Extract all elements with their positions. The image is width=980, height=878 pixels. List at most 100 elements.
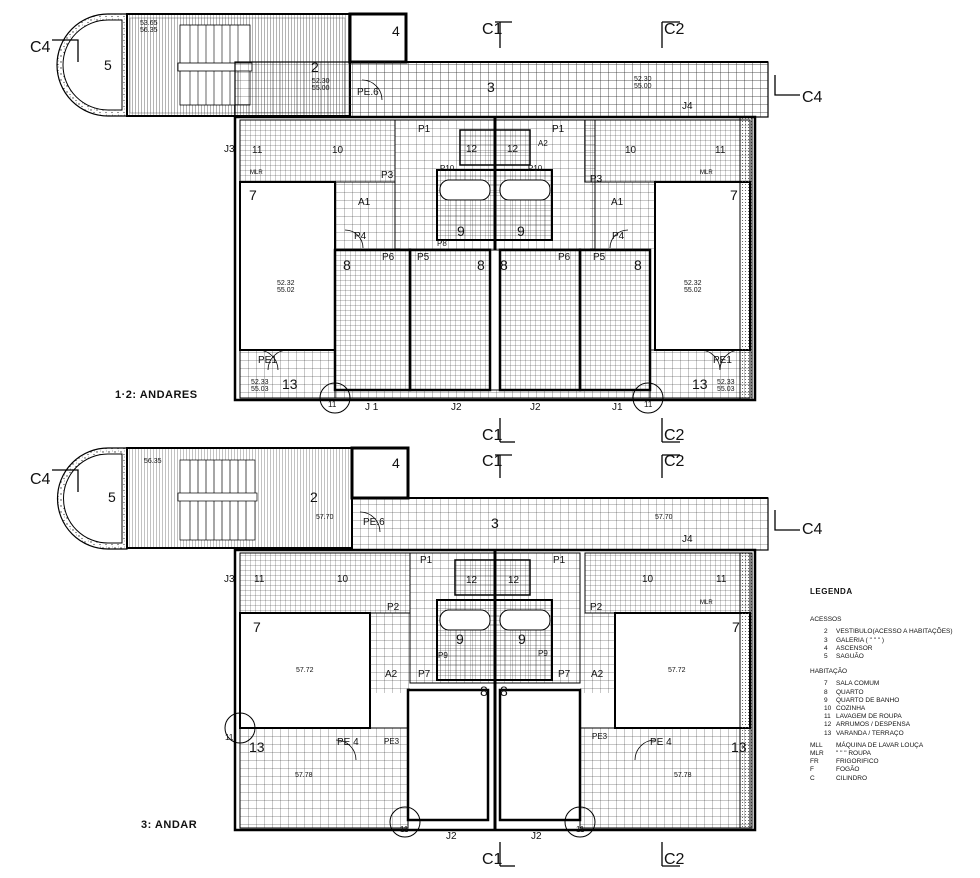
label-quarto-3: 8: [500, 257, 508, 273]
label-col-11-right: 11: [644, 400, 653, 409]
label3-banho-right: 9: [518, 631, 526, 647]
label-a1-left: A1: [358, 197, 371, 208]
label-pe6: PE.6: [357, 87, 379, 98]
level-third-stair: 56.35: [144, 458, 162, 465]
label3-p1-right: P1: [553, 555, 566, 566]
label3-cozinha-right: 10: [642, 574, 654, 585]
label3-pe4-left: PE 4: [337, 737, 359, 748]
legend-item: MLR " " " ROUPA: [810, 750, 871, 758]
label3-quarto-left: 8: [480, 683, 488, 699]
label3-j2-right: J2: [531, 831, 542, 842]
label-col-11-left: 11: [328, 400, 337, 409]
label-lavagem-left: 11: [252, 145, 263, 156]
label-p4-right: P4: [612, 231, 625, 242]
label3-vestibulo: 2: [310, 489, 318, 505]
level-third-gallery-a: 57.70: [316, 514, 334, 521]
label-j4: J4: [682, 101, 693, 112]
label-cozinha-left: 10: [332, 145, 344, 156]
legend-title: LEGENDA: [810, 587, 853, 596]
label-pe1-right: PE1: [713, 355, 732, 366]
label-p10-left: P10: [440, 164, 455, 173]
label-mlr-left: MLR: [250, 170, 263, 176]
label3-pe3-left: PE3: [384, 737, 400, 746]
label3-p2-right: P2: [590, 602, 603, 613]
label-j2-left: J2: [451, 402, 462, 413]
section-c2-top: C2: [664, 21, 685, 38]
label-saguao: 5: [104, 57, 112, 73]
label-quarto-1: 8: [343, 257, 351, 273]
label3-a2-left: A2: [385, 669, 398, 680]
label3-arrumos-right: 12: [508, 575, 520, 586]
label-j3: J3: [224, 144, 235, 155]
label-ascensor: 4: [392, 23, 400, 39]
label-varanda-left: 13: [282, 376, 298, 392]
label3-j4: J4: [682, 534, 693, 545]
upper-lift: [348, 12, 408, 64]
label-arrumos-right: 12: [507, 144, 519, 155]
label-p6-left: P6: [382, 252, 395, 263]
label3-p7-left: P7: [418, 669, 431, 680]
label-p4-left: P4: [354, 231, 367, 242]
label-p5-left: P5: [417, 252, 430, 263]
third-gallery: [351, 497, 769, 551]
label-lavagem-right: 11: [715, 145, 726, 156]
label-pe1-left: PE1: [258, 355, 277, 366]
label-p3-left: P3: [381, 170, 394, 181]
label-p3-right: P3: [590, 174, 603, 185]
label3-j3: J3: [224, 574, 235, 585]
label-j1-left: J 1: [365, 402, 379, 413]
label-vestibulo: 2: [311, 59, 319, 75]
legend-access-title: ACESSOS: [810, 616, 842, 624]
label-p6-right: P6: [558, 252, 571, 263]
label3-banho-left: 9: [456, 631, 464, 647]
label-varanda-right: 13: [692, 376, 708, 392]
upper-floor-title: 1·2: ANDARES: [115, 389, 198, 401]
legend-housing-title: HABITAÇÃO: [810, 668, 848, 676]
upper-floor-plan: [52, 12, 800, 443]
label-cozinha-right: 10: [625, 145, 637, 156]
label-quarto-4: 8: [634, 257, 642, 273]
section3-c1-bottom: C1: [482, 851, 503, 868]
label3-p9-left: P9: [438, 651, 448, 660]
level-third-living-right: 57.72: [668, 667, 686, 674]
section3-c2-top: C2: [664, 453, 685, 470]
label3-ascensor: 4: [392, 455, 400, 471]
third-lift: [350, 446, 410, 500]
label-galeria: 3: [487, 79, 495, 95]
label3-col-11-mid: 11: [400, 825, 409, 834]
label3-a2-right: A2: [591, 669, 604, 680]
label-arrumos-left: 12: [466, 144, 478, 155]
section3-c4-left: C4: [30, 471, 51, 488]
label-sala-right: 7: [730, 187, 738, 203]
label3-galeria: 3: [491, 515, 499, 531]
third-floor-plan: [52, 446, 800, 867]
label-p1-left: P1: [418, 124, 431, 135]
label-p5-right: P5: [593, 252, 606, 263]
third-floor-title: 3: ANDAR: [141, 819, 198, 831]
section-c1-bottom: C1: [482, 427, 503, 444]
section3-c2-bottom: C2: [664, 851, 685, 868]
label-j2-right: J2: [530, 402, 541, 413]
label-j1-right: J1: [612, 402, 623, 413]
level-third-terrace-right: 57.78: [674, 772, 692, 779]
section-c4-left: C4: [30, 39, 51, 56]
